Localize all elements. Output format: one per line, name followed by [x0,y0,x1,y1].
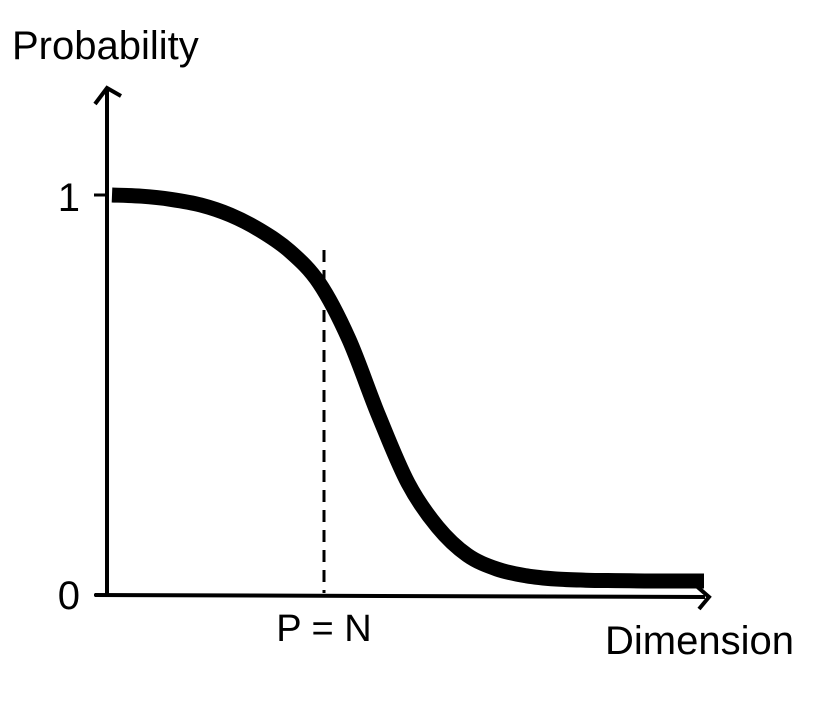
curve-layer [111,187,704,589]
x-axis-label: Dimension [605,619,794,663]
y-tick-label-1: 1 [58,176,80,220]
y-axis-label: Probability [12,24,199,68]
x-axis-arrowhead [691,581,712,611]
x-axis [94,593,706,599]
probability-curve [111,187,704,589]
y-axis-arrowhead [93,85,122,106]
y-tick-label-0: 0 [58,574,80,618]
annotation-label: P = N [276,608,371,650]
